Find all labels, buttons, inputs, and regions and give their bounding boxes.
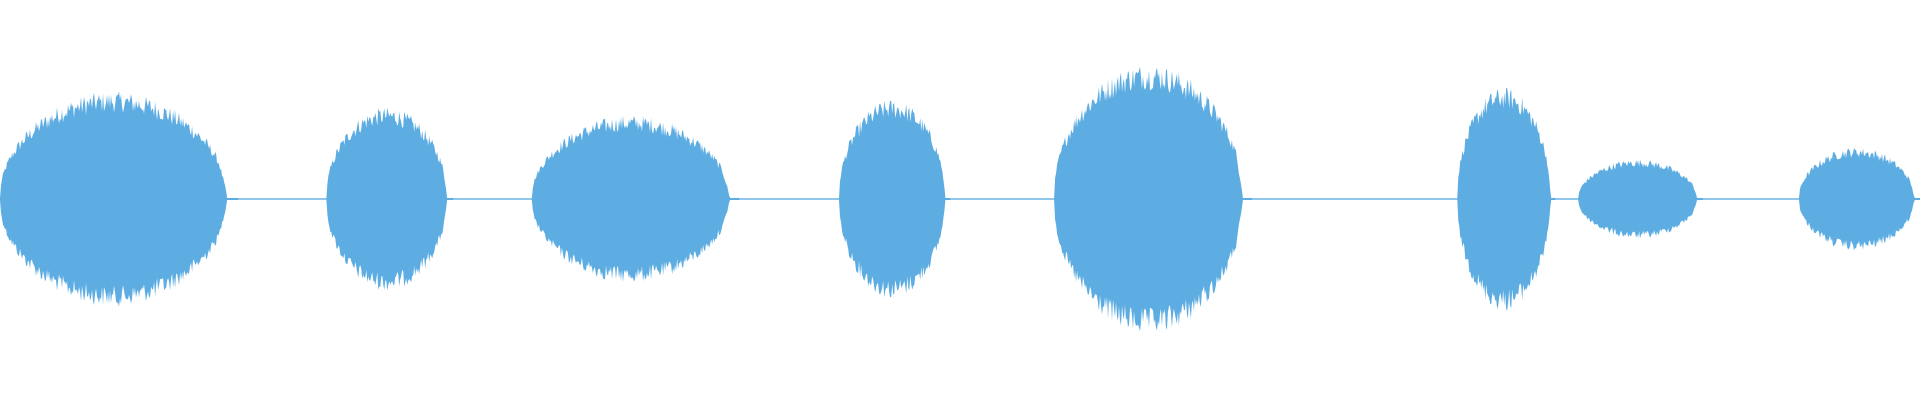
waveform-segment-4 — [839, 100, 951, 298]
waveform-segment-1 — [0, 91, 239, 307]
waveform-baseline — [0, 198, 1920, 200]
waveform-segment-6 — [1457, 87, 1556, 311]
silence-baseline — [0, 198, 1920, 200]
waveform-segments — [0, 66, 1920, 332]
waveform-segment-7 — [1578, 159, 1703, 239]
waveform-segment-8 — [1799, 147, 1920, 251]
waveform-segment-5 — [1054, 66, 1252, 332]
waveform-segment-3 — [531, 116, 740, 282]
waveform-segment-2 — [326, 107, 454, 291]
